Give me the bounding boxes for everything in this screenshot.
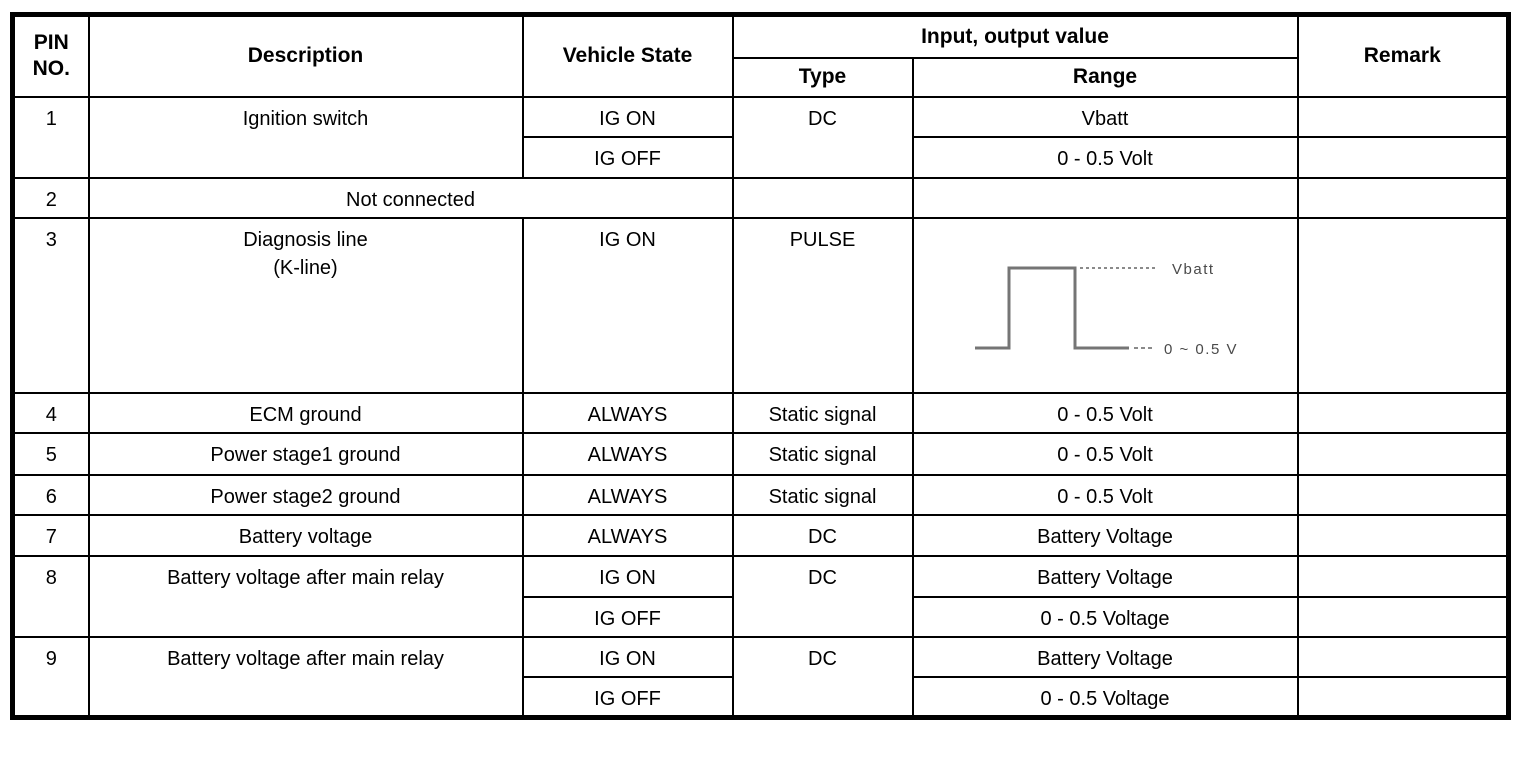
pulse-diagram: Vbatt 0 ~ 0.5 V [915,220,1296,391]
pin8-type: DC [731,554,914,638]
pin5-range: 0 - 0.5 Volt [911,431,1299,476]
pin2-range [911,176,1299,219]
table-row-pin6: 6 Power stage2 ground ALWAYS Static sign… [11,473,1510,516]
header-type: Type [731,56,914,98]
pin6-range: 0 - 0.5 Volt [911,473,1299,516]
pin9-remark-off [1296,675,1510,718]
pin1-range-on: Vbatt [911,95,1299,138]
pin9-state-on: IG ON [521,635,734,678]
pin7-range: Battery Voltage [911,513,1299,557]
pin6-number: 6 [11,473,90,516]
pin-input-output-table: PIN NO. Description Vehicle State Input,… [10,12,1511,720]
pin3-number: 3 [11,216,90,394]
pin9-number: 9 [11,635,90,718]
header-row-sub: Type Range [13,56,1509,98]
pin4-type: Static signal [731,391,914,434]
pin9-range-off: 0 - 0.5 Voltage [911,675,1299,718]
pin5-description: Power stage1 ground [87,431,524,476]
pulse-waveform-icon: Vbatt 0 ~ 0.5 V [974,261,1238,358]
pin6-state: ALWAYS [521,473,734,516]
pin3-description: Diagnosis line (K-line) [87,216,524,394]
header-remark: Remark [1296,13,1510,98]
table-row-pin8-a: 8 Battery voltage after main relay IG ON… [11,554,1510,638]
pin9-type: DC [731,635,914,718]
header-range: Range [911,56,1299,98]
pin4-state: ALWAYS [521,391,734,434]
pin6-remark [1296,473,1510,516]
pin1-remark-off [1296,135,1510,179]
pin8-number: 8 [11,554,90,638]
table-row-pin1-b: IG OFF 0 - 0.5 Volt [13,135,1510,179]
pin3-state: IG ON [521,216,734,394]
pin8-state-off: IG OFF [521,595,734,638]
pin2-remark [1296,176,1510,219]
pin7-description: Battery voltage [87,513,524,557]
pin6-description: Power stage2 ground [87,473,524,516]
header-pin-no: PIN NO. [11,13,90,98]
pulse-high-label: Vbatt [1172,261,1215,278]
pin8-remark-on [1296,554,1510,598]
pin1-description: Ignition switch [87,95,524,179]
pin7-number: 7 [11,513,90,557]
header-description: Description [87,13,524,98]
pin3-range-diagram-cell: Vbatt 0 ~ 0.5 V [911,216,1299,394]
table-row-pin3: 3 Diagnosis line (K-line) IG ON PULSE Vb… [11,216,1510,394]
pin8-range-on: Battery Voltage [911,554,1299,598]
pin9-state-off: IG OFF [521,675,734,718]
pin7-remark [1296,513,1510,557]
pin4-number: 4 [11,391,90,434]
pin1-number: 1 [11,95,90,179]
table-row-pin9-b: IG OFF 0 - 0.5 Voltage [13,675,1510,718]
pulse-waveform-line [974,266,1129,349]
pin1-state-off: IG OFF [521,135,734,179]
pin7-state: ALWAYS [521,513,734,557]
pulse-low-label: 0 ~ 0.5 V [1164,341,1238,358]
pin8-description: Battery voltage after main relay [87,554,524,638]
pin3-type: PULSE [731,216,914,394]
header-vehicle-state: Vehicle State [521,13,734,98]
pin2-number: 2 [11,176,90,219]
pin1-remark-on [1296,95,1510,138]
pin5-remark [1296,431,1510,476]
pin7-type: DC [731,513,914,557]
pin2-type [731,176,914,219]
table-row-pin4: 4 ECM ground ALWAYS Static signal 0 - 0.… [11,391,1510,434]
pin3-remark [1296,216,1510,394]
pin6-type: Static signal [731,473,914,516]
pin9-range-on: Battery Voltage [911,635,1299,678]
table-row-pin9-a: 9 Battery voltage after main relay IG ON… [11,635,1510,718]
pin2-description: Not connected [87,176,734,219]
table-row-pin2: 2 Not connected [11,176,1510,219]
pin1-state-on: IG ON [521,95,734,138]
pin4-range: 0 - 0.5 Volt [911,391,1299,434]
table-row-pin5: 5 Power stage1 ground ALWAYS Static sign… [11,431,1510,476]
header-input-output-value: Input, output value [731,13,1299,59]
pin9-description: Battery voltage after main relay [87,635,524,718]
header-row-top: PIN NO. Description Vehicle State Input,… [11,13,1510,98]
pin9-remark-on [1296,635,1510,678]
table-row-pin7: 7 Battery voltage ALWAYS DC Battery Volt… [11,513,1510,557]
pin1-type: DC [731,95,914,179]
pin5-type: Static signal [731,431,914,476]
pin1-range-off: 0 - 0.5 Volt [911,135,1299,179]
table-row-pin1-a: 1 Ignition switch IG ON DC Vbatt [11,95,1510,179]
pin5-state: ALWAYS [521,431,734,476]
pin8-state-on: IG ON [521,554,734,598]
table-row-pin8-b: IG OFF 0 - 0.5 Voltage [13,595,1510,638]
pin8-range-off: 0 - 0.5 Voltage [911,595,1299,638]
pin4-remark [1296,391,1510,434]
pin4-description: ECM ground [87,391,524,434]
pin5-number: 5 [11,431,90,476]
pin8-remark-off [1296,595,1510,638]
